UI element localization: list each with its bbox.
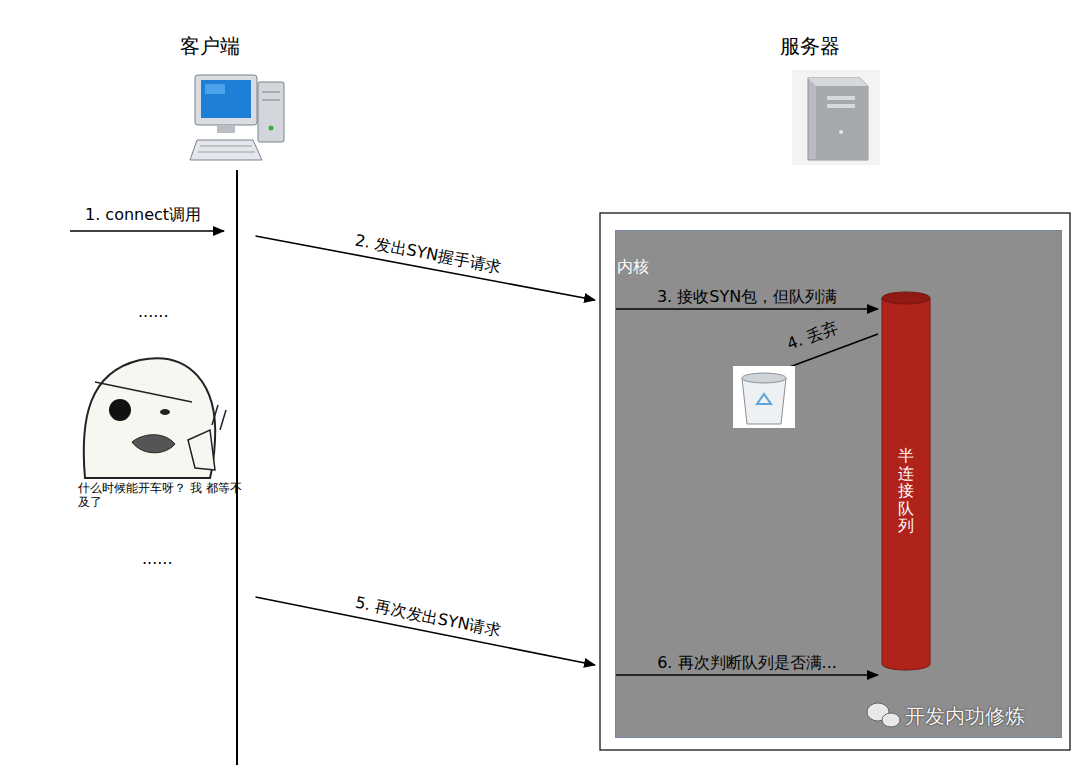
edge-label: 6. 再次判断队列是否满... bbox=[657, 653, 837, 672]
meme-face bbox=[84, 358, 226, 478]
server-icon bbox=[792, 70, 880, 165]
node-text: 半连接队列 bbox=[898, 447, 914, 535]
node-text: 客户端 bbox=[180, 33, 240, 60]
node-text: 服务器 bbox=[780, 33, 840, 60]
wechat-icon bbox=[867, 703, 900, 727]
node-text: 内核 bbox=[617, 257, 649, 278]
watermark: 开发内功修炼 bbox=[905, 704, 1025, 728]
client-lifeline bbox=[236, 170, 238, 765]
ellipsis: ...... bbox=[138, 302, 169, 321]
trash-icon bbox=[733, 366, 795, 428]
client-heading: 客户端 bbox=[180, 30, 295, 70]
edge-label: 3. 接收SYN包，但队列满 bbox=[657, 287, 837, 306]
arrow-connector bbox=[616, 308, 878, 310]
ellipsis: ...... bbox=[142, 549, 173, 568]
server-heading: 服务器 bbox=[780, 30, 890, 70]
cylinder-body bbox=[882, 298, 930, 670]
meme-caption: 什么时候能开车呀？ 我 都等不及了 bbox=[78, 481, 246, 510]
step-label: 1. connect调用 bbox=[85, 205, 201, 224]
queue-cylinder: 半连接队列 bbox=[881, 291, 931, 671]
kernel-ground bbox=[615, 230, 1062, 738]
edge-label: 2. 发出SYN握手请求 bbox=[353, 230, 502, 276]
edge-label: 5. 再次发出SYN请求 bbox=[354, 592, 503, 640]
arrow-connector bbox=[616, 674, 878, 676]
connect-arrow bbox=[70, 230, 224, 232]
computer-icon bbox=[190, 75, 284, 160]
cylinder-top bbox=[882, 292, 930, 304]
step-label: 4. 丢弃 bbox=[784, 318, 840, 354]
server-frame bbox=[600, 213, 1070, 750]
